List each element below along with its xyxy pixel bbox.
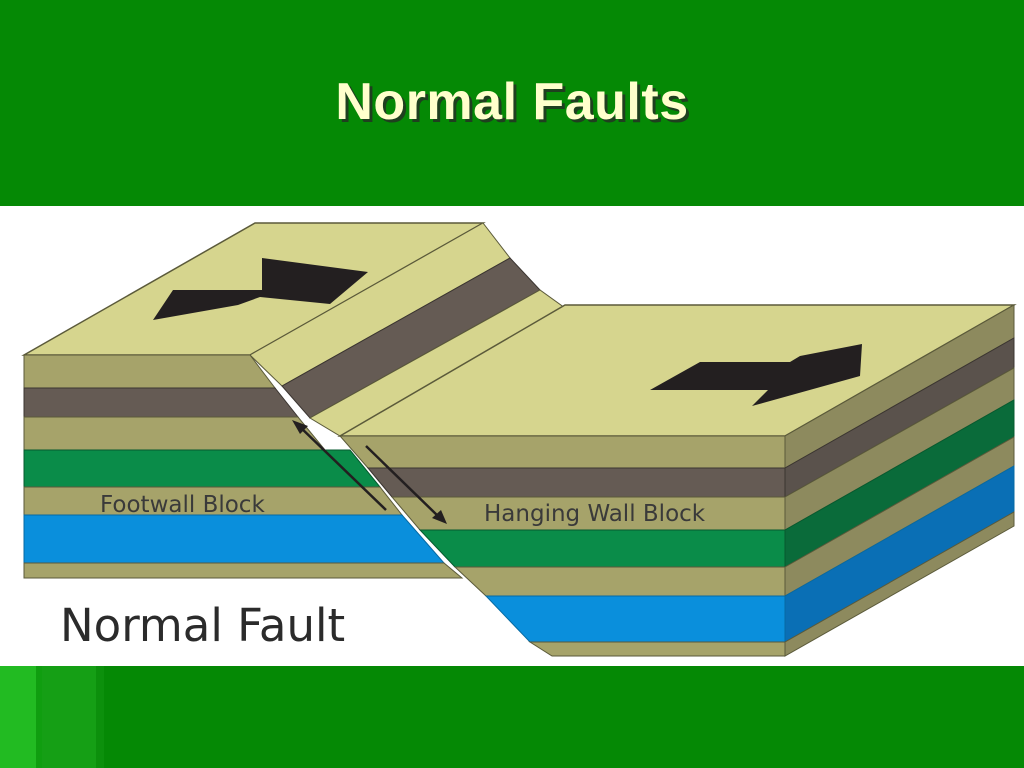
footwall-layer-green bbox=[23, 449, 382, 488]
hanging-layer-tan-4 bbox=[528, 641, 786, 657]
footwall-label: Footwall Block bbox=[100, 492, 265, 518]
hanging-layer-tan-3 bbox=[453, 566, 786, 597]
footwall-layer-tan-2 bbox=[23, 416, 327, 451]
diagram-panel: Footwall Block Hanging Wall Block Normal… bbox=[0, 206, 1024, 666]
footwall-layer-blue bbox=[23, 514, 446, 564]
footwall-layer-brown bbox=[23, 387, 300, 418]
fault-motion-arrows bbox=[292, 420, 447, 524]
diagram-caption: Normal Fault bbox=[60, 599, 345, 652]
hanging-layer-blue bbox=[484, 595, 786, 643]
decorative-stripe bbox=[96, 666, 104, 768]
slide-title: Normal Faults bbox=[335, 73, 689, 131]
normal-fault-diagram: Footwall Block Hanging Wall Block Normal… bbox=[21, 222, 1017, 657]
hanging-wall-label: Hanging Wall Block bbox=[484, 501, 706, 527]
left-arrow-icon bbox=[153, 258, 368, 320]
right-arrow-icon bbox=[650, 344, 862, 406]
hanging-layer-tan-1 bbox=[338, 435, 786, 469]
footwall-layer-tan-1 bbox=[23, 354, 277, 389]
decorative-stripe bbox=[36, 666, 42, 768]
side-layer-tan-4 bbox=[784, 511, 1015, 657]
decorative-stripe bbox=[42, 666, 96, 768]
hanging-layer-brown bbox=[366, 467, 786, 498]
hanging-layer-green bbox=[418, 529, 786, 568]
decorative-stripe bbox=[0, 666, 36, 768]
footwall-layer-tan-4 bbox=[23, 562, 464, 579]
